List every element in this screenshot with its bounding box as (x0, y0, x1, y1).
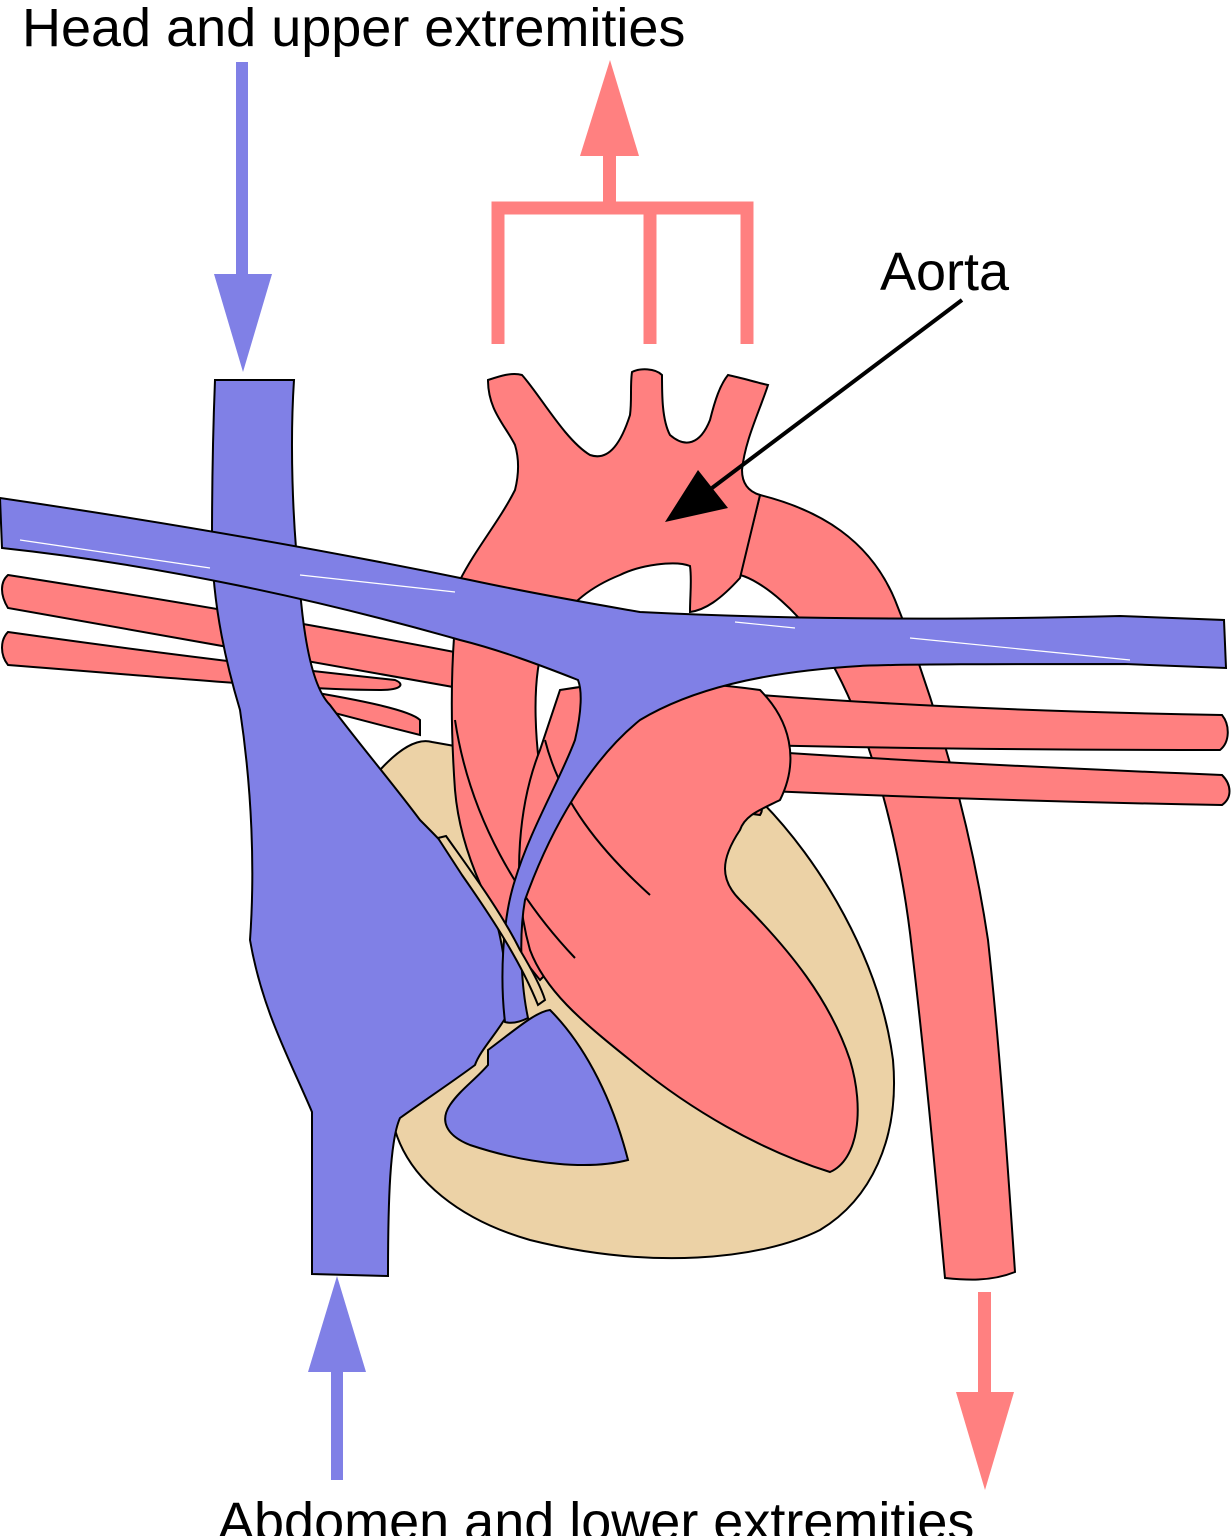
top-label: Head and upper extremities (22, 0, 685, 58)
vessel-highlight (19, 539, 1131, 661)
superior-inflow-arrow (214, 62, 272, 372)
aorta-pointer-arrow (665, 298, 964, 522)
septum-strip (436, 834, 547, 1007)
upper-outflow-arrow (491, 60, 754, 344)
bottom-label: Abdomen and lower extremities (218, 1492, 974, 1536)
right-pulmonary-artery-lower (710, 746, 1231, 817)
pulmonary-vessel-band (0, 496, 1228, 1024)
right-pulmonary-artery-upper (698, 688, 1229, 752)
inferior-inflow-arrow (308, 1276, 366, 1480)
aorta-label: Aorta (880, 242, 1010, 302)
interventricular-groove (544, 739, 651, 896)
right-ventricle-chamber (444, 1008, 630, 1166)
vena-cava-and-right-atrium (210, 379, 512, 1278)
right-ventricle-body (518, 681, 859, 1174)
lower-outflow-arrow (956, 1292, 1014, 1490)
aortic-root-line (454, 719, 576, 959)
